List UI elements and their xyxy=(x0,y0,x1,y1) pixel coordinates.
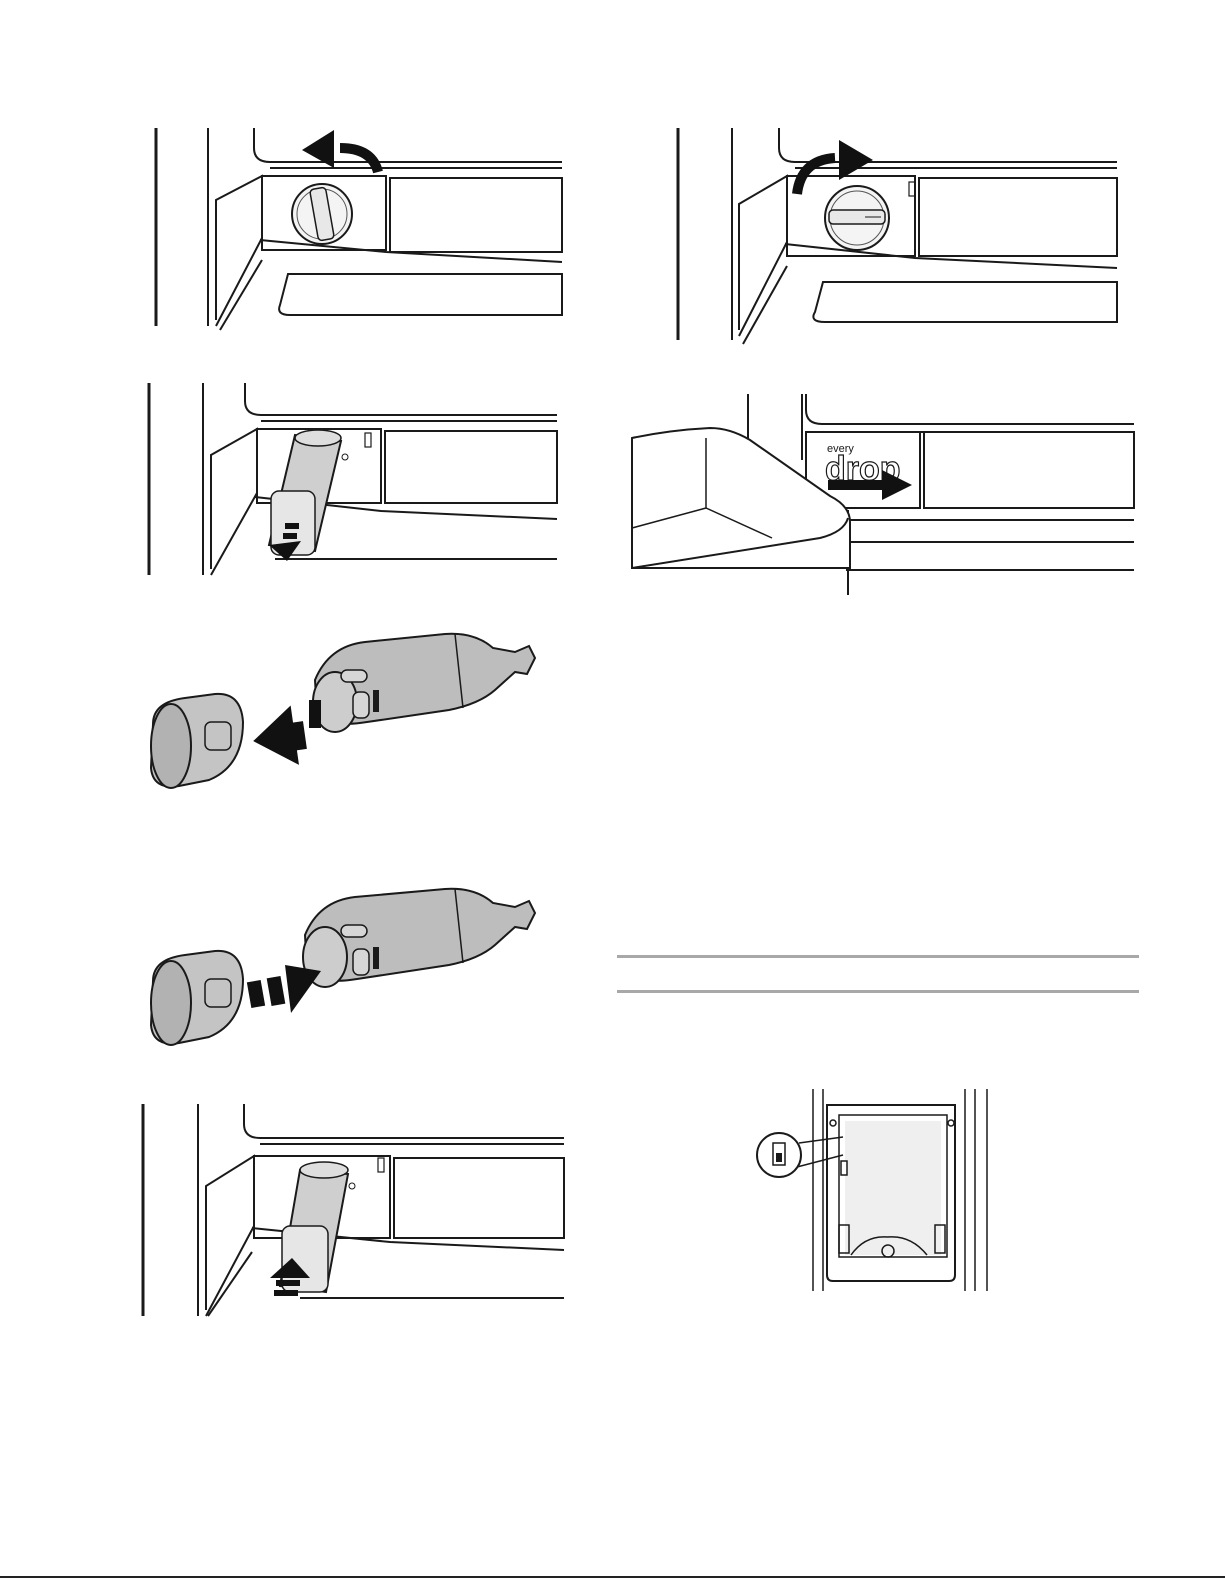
figure-attach-cap xyxy=(145,885,545,1060)
figure-turn-counterclockwise xyxy=(150,120,570,335)
section-rule-top xyxy=(617,955,1139,958)
filter-cap-icon xyxy=(292,184,352,244)
filter-cap-icon xyxy=(825,186,889,250)
figure-push-in-filter xyxy=(140,1100,570,1320)
filter-cartridge-icon xyxy=(313,634,535,732)
rotate-ccw-arrow-icon xyxy=(302,130,378,172)
remove-left-arrow-icon xyxy=(249,700,321,771)
filter-cap-icon xyxy=(151,694,243,788)
crisper-cover-icon xyxy=(632,428,850,568)
figure-remove-cap xyxy=(145,630,545,805)
figure-turn-clockwise xyxy=(675,120,1125,350)
figure-slide-cover: every drop xyxy=(630,390,1140,600)
attach-right-arrow-icon xyxy=(247,965,321,1013)
water-filter-icon xyxy=(269,430,341,555)
filter-cartridge-icon xyxy=(303,889,535,987)
figure-pull-out-filter xyxy=(145,375,565,580)
status-light-callout-icon xyxy=(757,1133,843,1177)
filter-cap-icon xyxy=(151,951,243,1045)
page-bottom-rule xyxy=(0,1576,1225,1578)
section-rule-bottom xyxy=(617,990,1139,993)
dispenser-panel xyxy=(845,1121,941,1255)
figure-dispenser-light xyxy=(755,1085,1005,1295)
